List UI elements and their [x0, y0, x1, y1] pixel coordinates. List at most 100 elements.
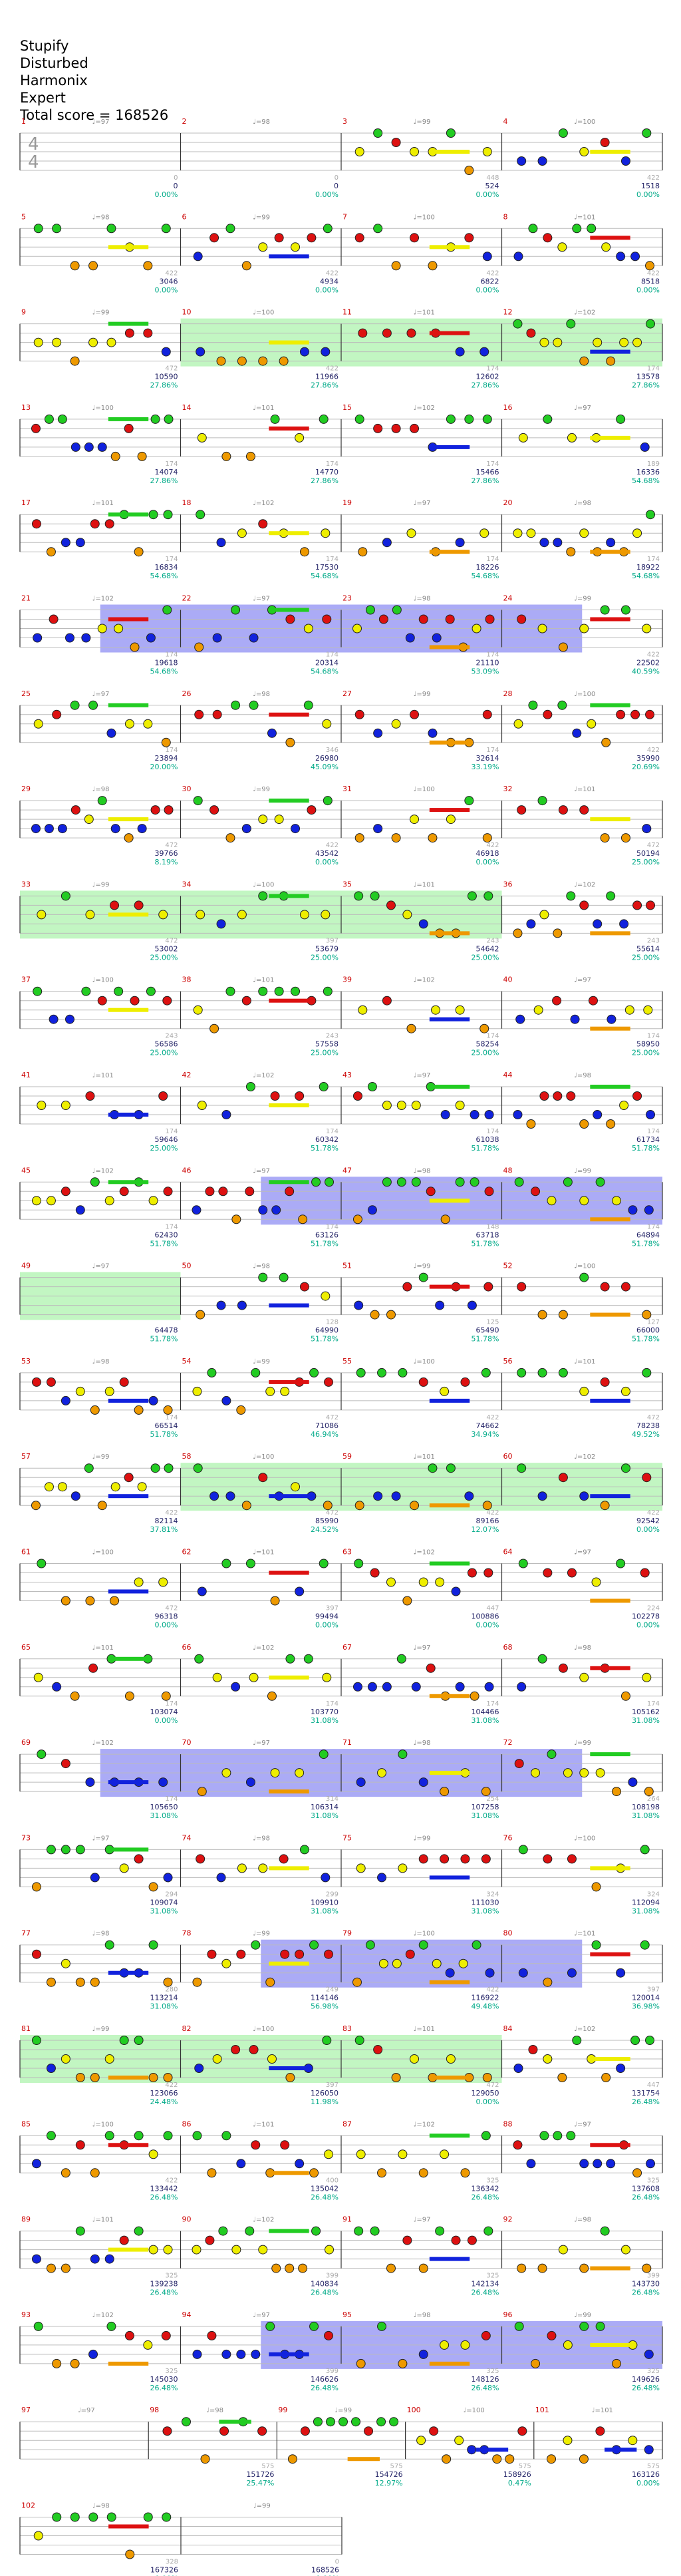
- staff-row: 5♩=9842230460.00%6♩=9942249340.00%7♩=100…: [19, 212, 663, 294]
- bar-percent: 25.00%: [632, 1049, 660, 1057]
- note: [616, 252, 626, 262]
- measure-number: 21: [21, 594, 31, 603]
- note: [236, 2159, 246, 2169]
- note: [563, 1177, 573, 1187]
- note: [370, 2226, 380, 2236]
- note: [528, 224, 538, 234]
- note: [481, 1787, 491, 1797]
- note: [49, 1014, 59, 1024]
- measure-number: 72: [503, 1738, 513, 1747]
- note: [531, 1187, 541, 1196]
- tempo-marker: ♩=99: [92, 2026, 110, 2033]
- note: [391, 1491, 401, 1501]
- note: [70, 700, 80, 710]
- note: [485, 1968, 495, 1978]
- time-signature-bottom: 4: [28, 152, 39, 172]
- sustain: [590, 2266, 630, 2271]
- note: [193, 252, 203, 262]
- note: [517, 1282, 527, 1292]
- note: [396, 1177, 406, 1187]
- bar-subscore: 472: [165, 842, 178, 849]
- note: [373, 2045, 383, 2054]
- bar-score: 126050: [311, 2089, 339, 2098]
- note: [644, 2349, 654, 2359]
- note: [61, 2054, 70, 2064]
- staff-row: 89♩=10132513923826.48%90♩=10239914083426…: [19, 2215, 663, 2297]
- note: [514, 2321, 524, 2331]
- note: [406, 328, 416, 338]
- note: [61, 2168, 70, 2178]
- note: [299, 547, 309, 557]
- bar-score: 99494: [315, 1612, 339, 1621]
- note: [416, 2436, 426, 2446]
- sustain: [269, 2066, 309, 2070]
- note: [352, 624, 362, 634]
- bar-percent: 0.00%: [155, 1621, 178, 1630]
- note: [543, 709, 553, 719]
- note: [110, 900, 120, 910]
- note: [97, 796, 107, 806]
- bar-subscore: 243: [165, 1033, 178, 1040]
- note: [245, 2226, 255, 2236]
- note: [299, 1282, 309, 1292]
- staff-row: 73♩=9729410907431.08%74♩=9829910991031.0…: [19, 1833, 663, 1915]
- staff-row: 45♩=1021746243051.78%46♩=971746312651.78…: [19, 1166, 663, 1248]
- note: [90, 1977, 100, 1987]
- note: [644, 1205, 654, 1215]
- measure-number: 90: [182, 2215, 192, 2224]
- measure-number: 48: [503, 1166, 513, 1175]
- note: [114, 624, 124, 634]
- staff-row: 57♩=994228211437.81%58♩=1004728599024.52…: [19, 1452, 663, 1534]
- note: [515, 1014, 525, 1024]
- note: [85, 910, 95, 920]
- note: [398, 1863, 408, 1873]
- note: [642, 128, 652, 138]
- note: [566, 1091, 576, 1101]
- bar-subscore: 243: [647, 937, 660, 944]
- note: [148, 1395, 158, 1405]
- bar-score: 140834: [311, 2280, 339, 2289]
- note: [539, 910, 549, 920]
- bar-score: 16834: [155, 563, 178, 572]
- bar-percent: 0.00%: [476, 1621, 499, 1630]
- note: [57, 824, 67, 834]
- note: [632, 1091, 642, 1101]
- note: [518, 1559, 528, 1568]
- bar-subscore: 422: [647, 270, 660, 277]
- note: [137, 451, 147, 461]
- bar-score: 120014: [632, 1994, 660, 2002]
- bar-percent: 54.68%: [150, 572, 178, 580]
- measure-number: 75: [342, 1833, 352, 1842]
- note: [558, 1663, 568, 1673]
- note: [460, 2340, 470, 2350]
- note: [531, 1768, 541, 1778]
- bar-score: 148126: [472, 2375, 499, 2384]
- note: [600, 1282, 610, 1292]
- bar-percent: 11.98%: [311, 2098, 339, 2106]
- bar-score: 63718: [476, 1230, 499, 1239]
- bar-score: 3046: [160, 277, 178, 285]
- sustain: [269, 1866, 309, 1871]
- note: [579, 528, 589, 538]
- note: [642, 1368, 652, 1378]
- tempo-marker: ♩=97: [574, 2121, 591, 2128]
- note: [267, 2054, 277, 2064]
- note: [270, 1596, 280, 1606]
- note: [428, 261, 438, 271]
- sustain: [269, 712, 309, 717]
- sustain: [108, 817, 149, 822]
- bar-percent: 27.86%: [311, 381, 339, 390]
- note: [194, 709, 204, 719]
- sustain: [108, 1494, 149, 1499]
- tempo-marker: ♩=101: [414, 2026, 435, 2033]
- note: [356, 2358, 366, 2368]
- sustain: [429, 2361, 470, 2366]
- note: [197, 433, 207, 443]
- bar-subscore: 325: [165, 2273, 178, 2280]
- bar-subscore: 422: [165, 2177, 178, 2184]
- bar-subscore: 174: [165, 1223, 178, 1230]
- note: [258, 242, 268, 252]
- note: [595, 2321, 605, 2331]
- note: [426, 1663, 436, 1673]
- note: [75, 2140, 85, 2150]
